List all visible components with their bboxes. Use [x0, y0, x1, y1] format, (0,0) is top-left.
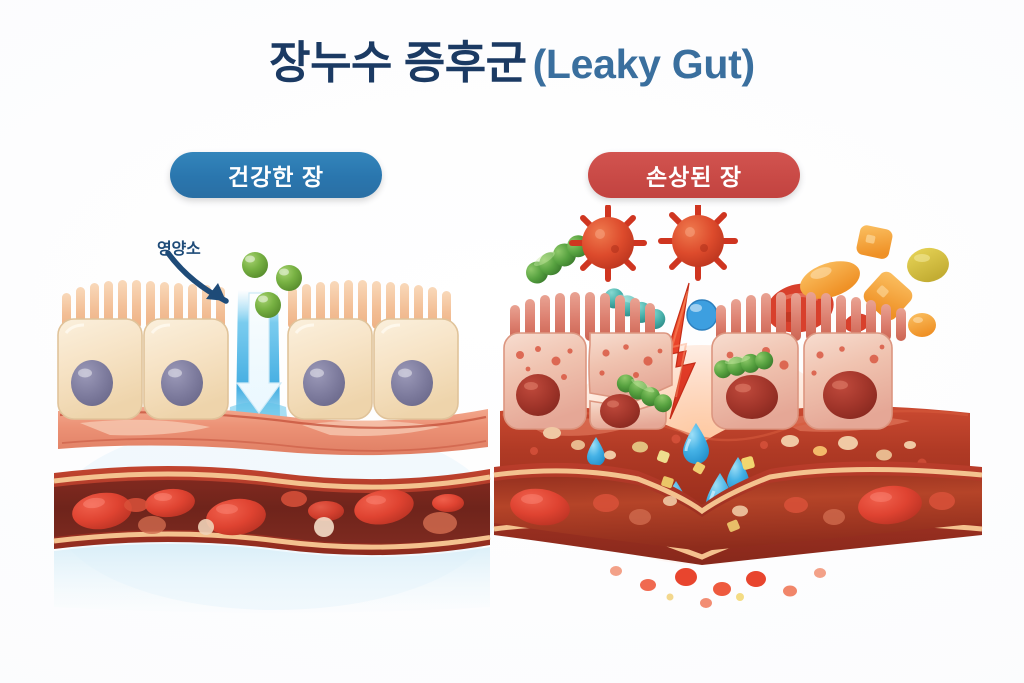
epithelial-cell-group — [57, 280, 459, 420]
damaged-epithelial-cell — [711, 332, 799, 430]
epithelial-cell — [373, 318, 459, 420]
page-title: 장누수 증후군(Leaky Gut) — [0, 26, 1024, 91]
damaged-epithelial-cell — [803, 332, 893, 430]
nutrient-particle — [255, 292, 281, 318]
antigen-sphere-blue — [686, 299, 718, 331]
nutrient-particle — [242, 252, 268, 278]
villi-healthy-right — [288, 280, 451, 329]
leak-droplet — [683, 423, 709, 464]
epithelial-cell — [143, 318, 229, 420]
badge-damaged-label: 손상된 장 — [645, 164, 743, 190]
damaged-epithelial-cell-fractured — [588, 332, 673, 430]
soft-blue-fade — [54, 544, 490, 613]
debris-particle-group — [530, 427, 927, 475]
damaged-cell-group — [503, 332, 893, 430]
virus-particle — [569, 205, 647, 282]
villi-damaged-left — [510, 292, 655, 341]
bacteria-penetrating — [616, 374, 672, 413]
nutrient-particle — [276, 265, 302, 291]
blood-vessel-damaged — [493, 461, 983, 565]
nutrient-pointer-arrow-icon — [165, 250, 229, 304]
virus-particle — [658, 205, 738, 281]
villi-damaged-right — [716, 292, 906, 341]
red-blood-cell-group-damaged — [510, 485, 955, 526]
blood-vessel-healthy — [53, 466, 491, 556]
vessel-debris — [661, 476, 748, 532]
red-blood-cell-group — [72, 488, 464, 537]
epithelial-cell — [287, 318, 373, 420]
title-english: (Leaky Gut) — [532, 41, 756, 87]
epithelial-cell — [57, 318, 143, 420]
spilled-cell-group — [610, 566, 826, 608]
leak-droplet — [587, 437, 605, 466]
bacteria-penetrating — [714, 351, 774, 379]
badge-healthy-gut: 건강한 장 — [170, 152, 382, 198]
title-korean: 장누수 증후군 — [269, 37, 527, 88]
damaged-epithelial-cell — [503, 332, 587, 430]
healthy-gut-illustration — [53, 250, 495, 613]
damaged-gut-illustration — [493, 205, 983, 608]
nutrient-particle-group — [242, 252, 302, 318]
badge-healthy-label: 건강한 장 — [227, 164, 325, 190]
villi-healthy-left — [62, 280, 225, 329]
badge-damaged-gut: 손상된 장 — [588, 152, 800, 198]
